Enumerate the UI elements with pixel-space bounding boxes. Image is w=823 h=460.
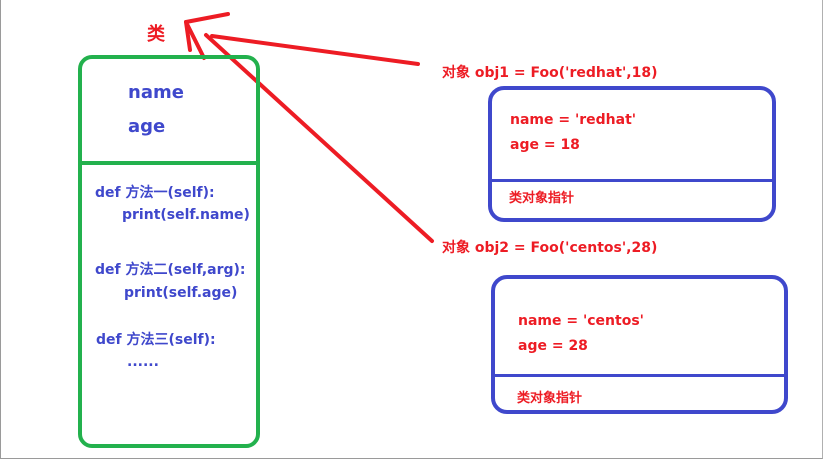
object-2-age: age = 28 [518,338,588,354]
object-2-name: name = 'centos' [518,313,644,329]
class-label: 类 [147,24,165,45]
object-1-box [488,86,776,222]
object-1-caption: 对象 obj1 = Foo('redhat',18) [442,65,658,81]
class-box [78,55,260,448]
object-2-pointer: 类对象指针 [517,391,583,406]
method-2-def: def 方法二(self,arg): [95,262,246,278]
object-1-divider [488,179,776,182]
method-2-body: print(self.age) [124,285,238,301]
object-2-divider [491,374,788,377]
arrowhead-obj2 [184,20,192,52]
class-box-divider [78,161,260,165]
class-attr-name: name [128,82,184,103]
object-1-pointer: 类对象指针 [509,191,575,206]
method-3-def: def 方法三(self): [96,332,216,348]
object-1-name: name = 'redhat' [510,112,637,128]
method-3-body: ...... [127,354,159,370]
arrow-obj2-to-class [204,33,434,243]
method-1-body: print(self.name) [122,207,250,223]
object-2-box [491,275,788,414]
object-1-age: age = 18 [510,137,580,153]
object-2-caption: 对象 obj2 = Foo('centos',28) [442,240,658,256]
class-attr-age: age [128,116,166,137]
arrow-obj1-to-class [210,34,420,66]
method-1-def: def 方法一(self): [95,185,215,201]
